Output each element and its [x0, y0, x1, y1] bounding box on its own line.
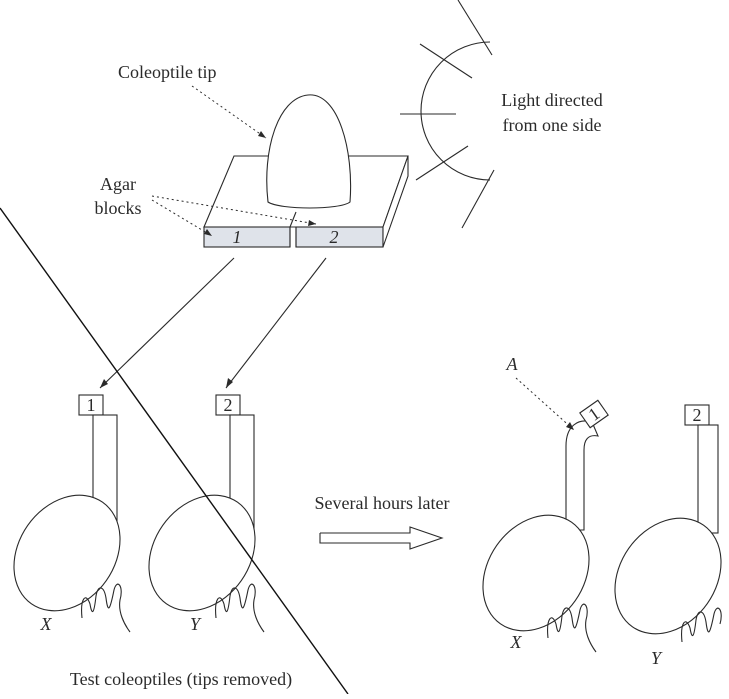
label-A: A	[506, 354, 519, 374]
coleoptile-tip-label: Coleoptile tip	[118, 62, 217, 82]
double-arrow-icon	[320, 527, 442, 549]
light-label-line1: Light directed	[501, 90, 602, 110]
coleoptile-x-right	[461, 400, 611, 652]
block-2-on-y: 2	[224, 395, 233, 415]
block-2-on-y-right: 2	[693, 405, 702, 425]
test-coleoptiles-caption: Test coleoptiles (tips removed)	[70, 669, 292, 690]
block-1-label: 1	[233, 227, 242, 247]
agar-block-2	[296, 227, 383, 247]
coleoptile-y-right	[593, 405, 729, 654]
agar-label-line1: Agar	[100, 174, 136, 194]
agar-block-1	[204, 227, 290, 247]
block-1-on-x: 1	[87, 395, 96, 415]
strike-line	[0, 208, 348, 694]
label-x-right: X	[510, 632, 523, 652]
agar-label-line2: blocks	[95, 198, 142, 218]
label-y-right: Y	[651, 648, 663, 668]
label-y-left: Y	[190, 614, 202, 634]
coleoptile-y-left	[127, 395, 277, 632]
label-x-left: X	[40, 614, 53, 634]
light-label-line2: from one side	[503, 115, 602, 135]
coleoptile-x-left	[0, 395, 142, 632]
coleoptile-tip	[267, 95, 351, 208]
block-2-label: 2	[330, 227, 339, 247]
sun-icon	[400, 0, 494, 228]
several-hours-label: Several hours later	[315, 493, 450, 513]
